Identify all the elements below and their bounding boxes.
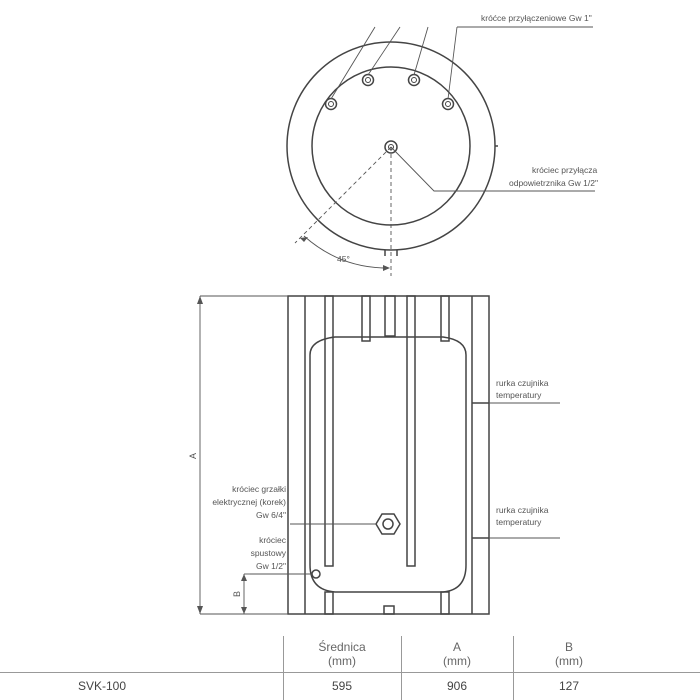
sensor1-label-line1: rurka czujnika [496, 378, 549, 388]
angle-dimension [294, 146, 392, 276]
header-unit: (mm) [555, 654, 583, 668]
port-1 [324, 97, 338, 111]
table-row-separator [0, 672, 700, 673]
top-view-leaders [330, 26, 595, 192]
table-header-diameter: Średnica (mm) [283, 640, 401, 668]
vent-label-line1: króciec przyłącza [532, 165, 597, 175]
heater-label-line1: króciec grzałki [232, 484, 286, 494]
dimension-b-label: B [232, 591, 242, 597]
pipe-1 [324, 295, 334, 567]
header-text: Średnica [318, 640, 366, 654]
header-text: A [452, 640, 461, 654]
table-divider [513, 636, 514, 700]
table-cell-a: 906 [446, 679, 468, 693]
table-row-model: SVK-100 [78, 679, 127, 693]
dimensions-table: Średnica (mm) A (mm) B (mm) SVK-100 595 … [0, 632, 700, 700]
table-header-b: B (mm) [513, 640, 625, 668]
side-view-leaders [250, 402, 560, 575]
pipe-2 [361, 295, 371, 342]
table-divider [401, 636, 402, 700]
sensor2-label-line1: rurka czujnika [496, 505, 549, 515]
sensor2-label-line2: temperatury [496, 517, 542, 527]
table-cell-diameter: 595 [331, 679, 353, 693]
header-text: B [564, 640, 573, 654]
dimension-b [241, 573, 250, 614]
pipe-4 [440, 295, 450, 342]
port-3 [407, 73, 421, 87]
drain-label-line3: Gw 1/2" [256, 561, 286, 571]
casing [287, 295, 490, 615]
table-divider [283, 636, 284, 700]
heater-label-line2: elektrycznej (korek) [212, 497, 286, 507]
header-unit: (mm) [443, 654, 471, 668]
dimension-a-label: A [188, 453, 198, 459]
table-cell-b: 127 [558, 679, 580, 693]
tank-body [309, 336, 467, 593]
drain-label-line2: spustowy [251, 548, 287, 558]
heater-label-line3: Gw 6/4" [256, 510, 286, 520]
port-4 [441, 97, 455, 111]
drain-port [311, 569, 321, 579]
table-header-a: A (mm) [401, 640, 513, 668]
port-2 [361, 73, 375, 87]
side-view [287, 295, 490, 615]
dimension-a [197, 295, 288, 615]
connections-label: króćce przyłączeniowe Gw 1" [481, 13, 592, 23]
vent-label-line2: odpowietrznika Gw 1/2" [509, 178, 598, 188]
pipe-3 [406, 295, 416, 567]
heater-plug [375, 513, 401, 535]
angle-label: 45° [337, 254, 350, 264]
vent-port [384, 140, 398, 154]
technical-drawing: króćce przyłączeniowe Gw 1" króciec przy… [188, 13, 598, 615]
drain-label-line1: króciec [259, 535, 287, 545]
sensor1-label-line2: temperatury [496, 390, 542, 400]
header-unit: (mm) [328, 654, 356, 668]
